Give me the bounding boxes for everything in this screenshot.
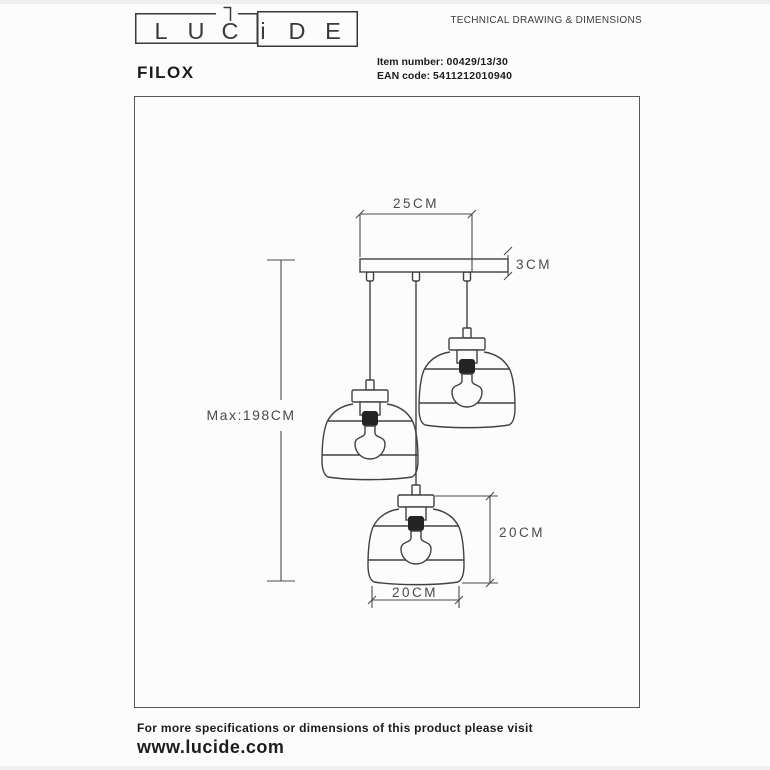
pendant-shade-bottom bbox=[367, 484, 465, 586]
lucide-logo: L U C i D E bbox=[135, 6, 358, 47]
ean-line: EAN code: 5411212010940 bbox=[377, 70, 512, 84]
pendant-shade-middle-left bbox=[321, 379, 419, 481]
ean-value: 5411212010940 bbox=[433, 69, 513, 82]
logo-letter: U bbox=[188, 18, 205, 44]
pendant-shade-top-right bbox=[418, 327, 516, 429]
canopy-width-label: 25CM bbox=[393, 196, 439, 211]
item-number-label: Item number: bbox=[377, 56, 444, 68]
logo-letter: C bbox=[222, 18, 239, 44]
logo-top-gap bbox=[216, 10, 238, 17]
logo-box-right bbox=[257, 11, 358, 47]
dimension-shade-height: 20CM bbox=[435, 491, 545, 588]
max-height-label: Max:198CM bbox=[207, 407, 296, 423]
product-name: FILOX bbox=[137, 63, 195, 82]
footer-website: www.lucide.com bbox=[137, 737, 285, 757]
logo-letter: E bbox=[325, 18, 341, 44]
shade-height-label: 20CM bbox=[499, 525, 545, 540]
dimension-max-height: Max:198CM bbox=[207, 259, 296, 582]
pendant-cord-icon bbox=[223, 6, 232, 21]
logo-letters: L U C i D E bbox=[154, 18, 340, 44]
technical-drawing: 25CM 3CM Max:198CM 20CM bbox=[207, 196, 552, 608]
dimension-shade-width: 20CM bbox=[367, 585, 464, 608]
dimension-canopy-width: 25CM bbox=[355, 196, 477, 272]
footer-note: For more specifications or dimensions of… bbox=[137, 721, 533, 735]
logo-letter: L bbox=[154, 18, 167, 44]
pendant-cords bbox=[365, 271, 472, 489]
logo-letter: i bbox=[260, 18, 265, 44]
dimension-canopy-height: 3CM bbox=[503, 246, 552, 281]
product-codes: Item number: 00429/13/30 EAN code: 54112… bbox=[377, 56, 512, 83]
shade-width-label: 20CM bbox=[392, 585, 438, 600]
canopy-height-label: 3CM bbox=[516, 257, 552, 272]
item-number-value: 00429/13/30 bbox=[446, 56, 509, 68]
item-number-line: Item number: 00429/13/30 bbox=[377, 56, 512, 70]
sheet-tagline: TECHNICAL DRAWING & DIMENSIONS bbox=[450, 15, 642, 26]
ean-label: EAN code: bbox=[377, 69, 431, 82]
page-top-edge bbox=[0, 0, 770, 4]
drawing-frame: 25CM 3CM Max:198CM 20CM bbox=[134, 96, 640, 708]
ceiling-canopy bbox=[359, 258, 509, 273]
logo-letter: D bbox=[289, 18, 306, 44]
page-bottom-edge bbox=[0, 766, 770, 770]
